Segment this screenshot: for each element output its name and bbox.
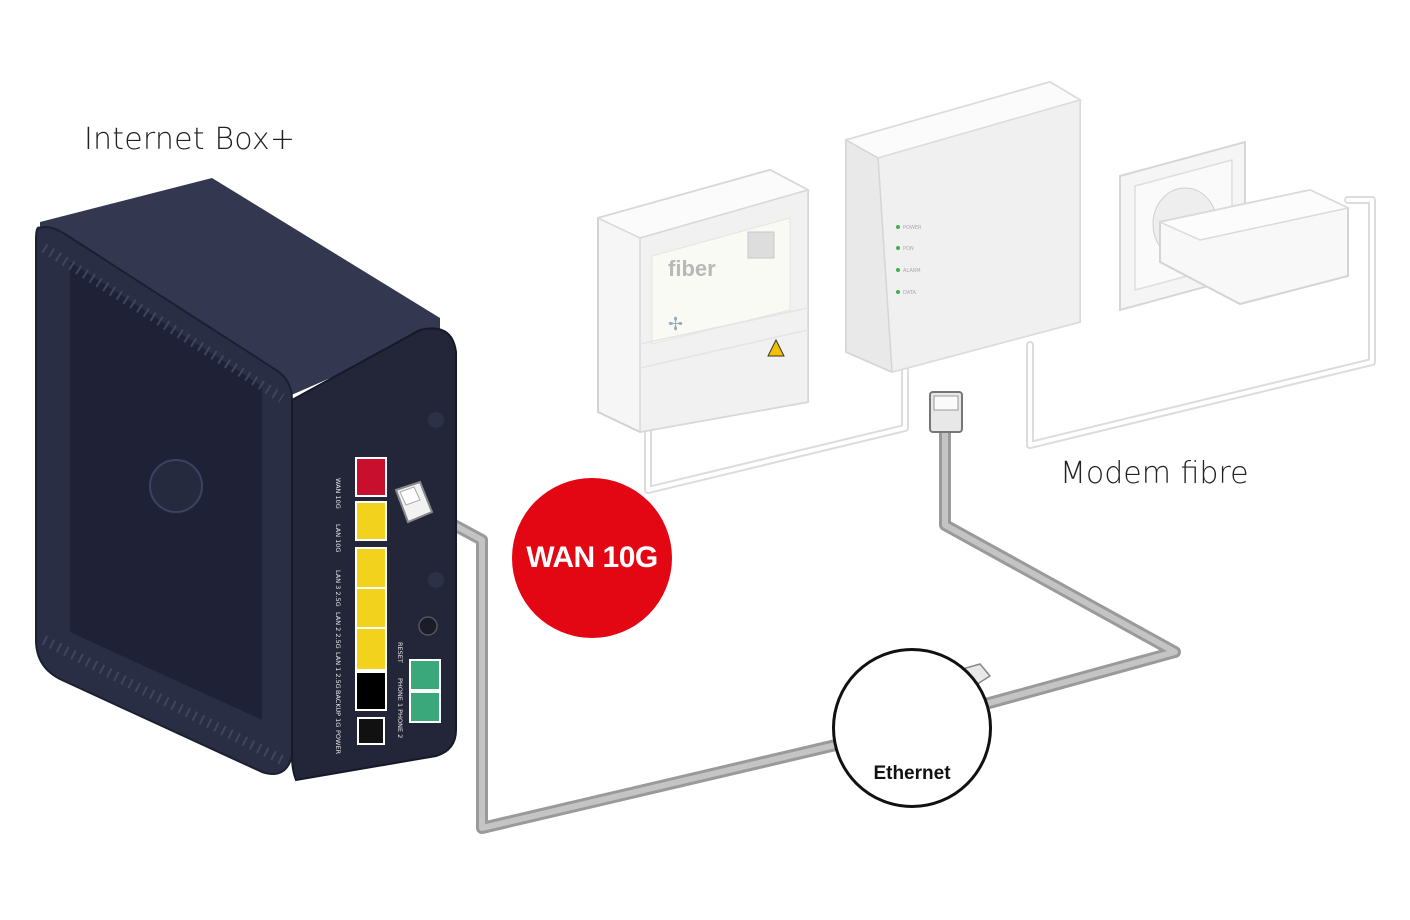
qr-code	[747, 231, 775, 259]
fan-icon: ✢	[668, 314, 683, 335]
svg-text:PHONE 1 PHONE 2: PHONE 1 PHONE 2	[396, 678, 404, 738]
internet-box-title: Internet Box+	[84, 122, 296, 157]
phone1-port	[409, 659, 441, 691]
lan3-port	[355, 547, 387, 589]
power-port	[357, 717, 385, 745]
svg-text:ALARM: ALARM	[903, 268, 921, 274]
wan-10g-badge: WAN 10G	[512, 478, 672, 638]
svg-text:POWER: POWER	[903, 225, 922, 231]
ethernet-callout: Ethernet	[832, 648, 992, 808]
fiber-modem: POWER PON ALARM DATA	[844, 80, 1082, 374]
ethernet-label: Ethernet	[873, 763, 951, 784]
lan10g-port	[355, 501, 387, 541]
port-panel: WAN 10G LAN 10G LAN 3 2.5G LAN 2 2.5G LA…	[334, 412, 444, 755]
phone2-port	[409, 691, 441, 723]
fiber-ont: fiber ✢	[595, 168, 811, 434]
box-logo	[149, 459, 203, 513]
svg-text:WAN 10G: WAN 10G	[334, 478, 342, 509]
svg-text:LAN 3 2.5G: LAN 3 2.5G	[334, 570, 342, 607]
reset-button	[418, 616, 438, 636]
power-adapter	[1157, 188, 1351, 306]
modem-title: Modem fibre	[1060, 456, 1249, 491]
modem-led-group: POWER PON ALARM DATA	[896, 225, 922, 296]
wan-port	[355, 457, 387, 497]
lan2-port	[355, 587, 387, 629]
laser-warning-icon	[767, 338, 785, 357]
box-ethernet-plug	[394, 480, 434, 524]
lan1-port	[355, 627, 387, 671]
internet-box: WAN 10G LAN 10G LAN 3 2.5G LAN 2 2.5G LA…	[35, 178, 457, 782]
backup-port	[355, 671, 387, 711]
wan-10g-badge-label: WAN 10G	[526, 541, 658, 574]
svg-text:LAN 2 2.5G: LAN 2 2.5G	[334, 612, 342, 649]
svg-text:POWER: POWER	[334, 730, 342, 755]
status-light	[428, 412, 444, 428]
svg-text:RESET: RESET	[396, 642, 404, 663]
svg-text:BACKUP 1G: BACKUP 1G	[334, 690, 342, 727]
svg-text:LAN 1 2.5G: LAN 1 2.5G	[334, 652, 342, 689]
svg-text:PON: PON	[903, 246, 914, 252]
fiber-brand-text: fiber	[668, 256, 716, 281]
modem-ethernet-plug	[929, 391, 963, 433]
svg-text:DATA: DATA	[903, 290, 916, 296]
svg-text:LAN 10G: LAN 10G	[334, 524, 342, 552]
